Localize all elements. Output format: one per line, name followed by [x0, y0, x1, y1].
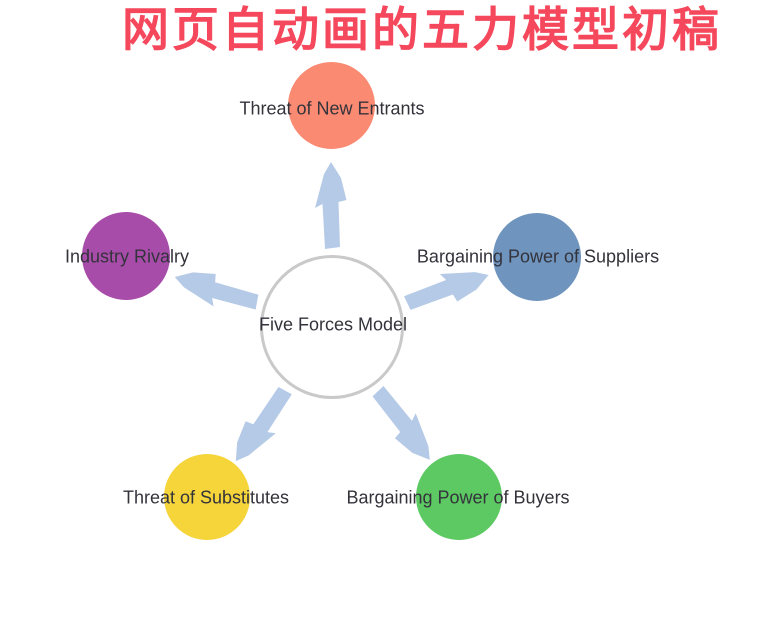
node-buyers-label: Bargaining Power of Buyers — [346, 487, 570, 508]
arrow-up-icon — [315, 162, 347, 249]
node-new-entrants-label: Threat of New Entrants — [239, 98, 425, 119]
center-node-circle — [260, 255, 404, 399]
page-title: 网页自动画的五力模型初稿 — [122, 3, 722, 56]
arrow-upper-right-icon — [404, 272, 489, 310]
node-buyers-circle — [416, 454, 502, 540]
arrow-upper-left-icon — [174, 272, 259, 310]
node-rivalry-circle — [82, 212, 170, 300]
arrow-lower-right-icon — [372, 385, 430, 460]
node-new-entrants-circle — [288, 62, 375, 149]
node-suppliers-label: Bargaining Power of Suppliers — [416, 246, 660, 267]
center-node-label: Five Forces Model — [258, 314, 408, 335]
node-suppliers-circle — [493, 213, 581, 301]
arrow-lower-left-icon — [235, 387, 292, 462]
node-rivalry-label: Industry Rivalry — [64, 246, 190, 267]
node-substitutes-label: Threat of Substitutes — [122, 487, 290, 508]
node-substitutes-circle — [164, 454, 250, 540]
